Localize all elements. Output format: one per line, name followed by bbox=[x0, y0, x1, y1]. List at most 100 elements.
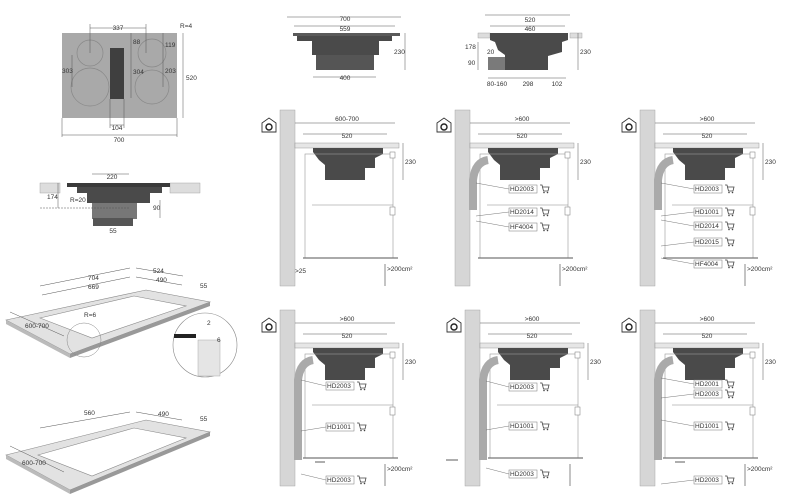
accessory-label[interactable]: HD2014 bbox=[475, 207, 550, 217]
dim-outer-depth: 524 bbox=[153, 268, 164, 275]
dim-width: 560 bbox=[84, 410, 95, 417]
accessory-label[interactable]: HD1001 bbox=[485, 421, 550, 431]
accessory-label[interactable]: HD1001 bbox=[660, 419, 735, 431]
dim-wall-gap: >25 bbox=[295, 268, 306, 275]
cart-icon bbox=[725, 389, 735, 399]
door-handle bbox=[389, 351, 396, 359]
dim-height: 230 bbox=[765, 159, 776, 166]
dim-outer-width: 704 bbox=[88, 275, 99, 282]
dim-worktop: 600-700 bbox=[22, 460, 46, 467]
accessory-label[interactable]: HD1001 bbox=[300, 422, 367, 432]
accessory-label[interactable]: HD2003 bbox=[660, 182, 735, 194]
dim-width: 220 bbox=[107, 174, 118, 181]
extraction-icon bbox=[446, 317, 462, 333]
dim-base: 400 bbox=[340, 75, 351, 82]
dim-height: 230 bbox=[405, 359, 416, 366]
hob-side-front: 700 559 230 400 bbox=[287, 16, 406, 82]
worktop bbox=[294, 142, 400, 149]
dim-depth: 490 bbox=[158, 411, 169, 418]
dim-vent-width: 104 bbox=[112, 125, 123, 132]
installation-panel: >600520230>200cm²HD2001HD2003HD1001HD200… bbox=[621, 309, 776, 487]
ventilation-area: >200cm² bbox=[387, 266, 413, 273]
hob-top-view: 337 R=4 88 119 303 304 203 520 104 700 bbox=[61, 23, 197, 144]
accessory-code: HD2015 bbox=[695, 239, 719, 246]
dim-width: >600 bbox=[525, 316, 540, 323]
wall bbox=[279, 309, 296, 487]
cutout-flush: 704 669 524 490 55 R=6 600-700 2 6 bbox=[5, 267, 238, 378]
ventilation-area: >200cm² bbox=[747, 466, 773, 473]
dim-center-span: 304 bbox=[133, 69, 144, 76]
accessory-label[interactable]: HD2003 bbox=[660, 475, 735, 485]
cart-icon bbox=[725, 184, 735, 194]
worktop bbox=[654, 342, 760, 349]
wall bbox=[279, 109, 296, 287]
dim-vent-offset: 88 bbox=[133, 39, 141, 46]
accessory-code: HF4004 bbox=[510, 224, 534, 231]
accessory-code: HF4004 bbox=[695, 261, 719, 268]
dim-inner: 520 bbox=[702, 333, 713, 340]
cart-icon bbox=[725, 259, 735, 269]
accessory-code: HD2003 bbox=[327, 383, 351, 390]
recirculation-icon bbox=[261, 117, 277, 133]
accessory-label[interactable]: HF4004 bbox=[660, 257, 735, 269]
accessory-label[interactable]: HD2003 bbox=[475, 182, 550, 194]
cart-icon bbox=[725, 475, 735, 485]
accessory-label[interactable]: HD2003 bbox=[485, 467, 550, 479]
dim-edge: 55 bbox=[200, 283, 208, 290]
dim-drop: 178 bbox=[465, 44, 476, 51]
door-handle bbox=[564, 206, 571, 216]
dim-left-span: 303 bbox=[62, 68, 73, 75]
accessory-code: HD2003 bbox=[510, 471, 534, 478]
ventilation-area: >200cm² bbox=[747, 266, 773, 273]
dim-offset: 55 bbox=[109, 228, 117, 235]
dim-outlet: 90 bbox=[468, 60, 476, 67]
dim-height: 230 bbox=[765, 359, 776, 366]
hob-body bbox=[313, 348, 383, 380]
dim-body: 298 bbox=[523, 81, 534, 88]
worktop bbox=[294, 342, 400, 349]
hob-body bbox=[673, 148, 743, 180]
dim-width: >600 bbox=[700, 116, 715, 123]
dim-detail-depth: 6 bbox=[217, 337, 221, 344]
dim-inner: 520 bbox=[342, 133, 353, 140]
dim-radius: R=6 bbox=[84, 312, 96, 319]
door-handle bbox=[389, 206, 396, 216]
ventilation-area: >200cm² bbox=[387, 466, 413, 473]
worktop bbox=[654, 142, 760, 149]
cart-icon bbox=[725, 421, 735, 431]
accessory-label[interactable]: HD2003 bbox=[300, 379, 367, 391]
accessory-label[interactable]: HD2003 bbox=[660, 389, 735, 399]
cart-icon bbox=[357, 381, 367, 391]
cart-icon bbox=[540, 469, 550, 479]
accessory-label[interactable]: HD2003 bbox=[300, 473, 367, 485]
cart-icon bbox=[540, 421, 550, 431]
accessory-label[interactable]: HD2003 bbox=[485, 380, 550, 392]
accessory-code: HD2003 bbox=[695, 391, 719, 398]
dim-detail-gap: 2 bbox=[207, 320, 211, 327]
door-handle bbox=[564, 151, 571, 159]
accessory-label[interactable]: HD1001 bbox=[660, 207, 735, 217]
dim-inner: 460 bbox=[525, 26, 536, 33]
cart-icon bbox=[725, 207, 735, 217]
accessory-label[interactable]: HD2014 bbox=[660, 219, 735, 231]
dim-depth: 174 bbox=[47, 194, 58, 201]
accessory-code: HD1001 bbox=[327, 424, 351, 431]
door-handle bbox=[389, 406, 396, 416]
accessory-label[interactable]: HD2001 bbox=[660, 377, 735, 389]
accessory-code: HD2014 bbox=[695, 223, 719, 230]
dim-height: 230 bbox=[405, 159, 416, 166]
dim-inner-width: 669 bbox=[88, 284, 99, 291]
accessory-label[interactable]: HF4004 bbox=[475, 220, 550, 232]
wall bbox=[639, 109, 656, 287]
accessory-code: HD1001 bbox=[695, 423, 719, 430]
wall bbox=[454, 109, 471, 287]
air-duct bbox=[469, 156, 489, 210]
accessory-label[interactable]: HD2015 bbox=[660, 237, 735, 247]
door-handle bbox=[749, 351, 756, 359]
cooking-zone bbox=[70, 67, 110, 107]
cart-icon bbox=[540, 184, 550, 194]
